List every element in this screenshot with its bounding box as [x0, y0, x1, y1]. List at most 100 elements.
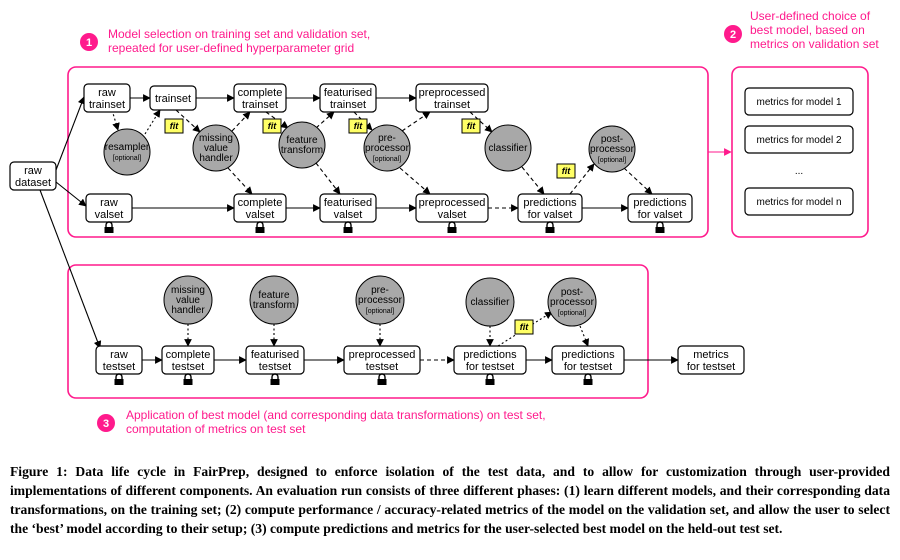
svg-text:fit: fit — [562, 166, 571, 176]
lock-icon — [583, 373, 593, 385]
fit-tag: fit — [461, 118, 481, 134]
lock-icon — [655, 221, 665, 233]
lock-icon — [104, 221, 114, 233]
edge-dataset-to-trainset — [55, 96, 86, 171]
svg-text:raw: raw — [110, 349, 128, 361]
svg-text:classifier: classifier — [489, 143, 529, 154]
lock-icon — [114, 373, 124, 385]
lock-icon — [447, 221, 457, 233]
svg-text:[optional]: [optional] — [373, 156, 401, 163]
svg-text:predictions: predictions — [463, 349, 517, 361]
svg-text:processor: processor — [590, 144, 635, 155]
edge-pp — [399, 167, 431, 195]
edge-mvh — [227, 167, 253, 195]
svg-text:metrics for model 2: metrics for model 2 — [756, 135, 841, 146]
svg-text:valset: valset — [334, 209, 363, 221]
svg-text:[optional]: [optional] — [366, 308, 394, 315]
svg-text:valset: valset — [246, 209, 275, 221]
svg-text:trainset: trainset — [155, 93, 191, 105]
component-postprocessor: post-processor[optional] — [588, 125, 636, 173]
svg-text:value: value — [176, 295, 200, 306]
edge-fit — [175, 109, 201, 133]
svg-text:featurised: featurised — [324, 197, 372, 209]
svg-text:[optional]: [optional] — [113, 155, 141, 162]
lock-icon — [270, 373, 280, 385]
svg-text:feature: feature — [286, 135, 318, 146]
phase-2-frame — [731, 66, 869, 238]
lock-icon — [343, 221, 353, 233]
svg-text:trainset: trainset — [242, 99, 278, 111]
svg-text:[optional]: [optional] — [558, 310, 586, 317]
svg-text:metrics for model 1: metrics for model 1 — [756, 97, 841, 108]
svg-text:post-: post- — [561, 287, 583, 298]
svg-text:classifier: classifier — [471, 297, 511, 308]
svg-text:trainset: trainset — [89, 99, 125, 111]
phase-1-number: 1 — [86, 37, 92, 49]
edge-dataset-to-valset — [55, 181, 87, 207]
svg-text:metrics: metrics — [693, 349, 729, 361]
edge-t-post — [579, 325, 590, 347]
metrics-ellipsis: ... — [795, 166, 803, 177]
svg-text:metrics for model n: metrics for model n — [756, 197, 841, 208]
phase-2-text-line1: User-defined choice of — [750, 9, 871, 23]
svg-text:processor: processor — [358, 295, 403, 306]
svg-text:testset: testset — [366, 361, 398, 373]
svg-text:raw: raw — [100, 197, 118, 209]
phase-1-text-line1: Model selection on training set and vali… — [108, 27, 370, 41]
fit-tag: fit — [348, 118, 368, 134]
component-preprocessor: pre-processor[optional] — [363, 124, 411, 172]
svg-text:preprocessed: preprocessed — [349, 349, 416, 361]
svg-text:resampler: resampler — [105, 142, 150, 153]
lock-icon — [377, 373, 387, 385]
svg-text:fit: fit — [467, 121, 476, 131]
fit-tag: fit — [262, 118, 282, 134]
lock-icon — [255, 221, 265, 233]
svg-text:for valset: for valset — [638, 209, 683, 221]
node-trainset: trainset — [149, 85, 197, 111]
component-t-postprocessor: post-processor [optional] — [547, 277, 597, 327]
svg-text:transform: transform — [281, 145, 323, 156]
fit-tag: fit — [164, 118, 184, 134]
phase-2-text-line2: best model, based on — [750, 23, 865, 37]
edge-fit — [265, 111, 289, 129]
svg-text:[optional]: [optional] — [598, 157, 626, 164]
phase-3-label: 3 Application of best model (and corresp… — [97, 408, 546, 436]
fit-tag: fit — [556, 163, 576, 179]
svg-text:missing: missing — [171, 285, 205, 296]
component-classifier: classifier — [484, 124, 532, 172]
edge-ft — [315, 111, 335, 129]
phase-3-number: 3 — [103, 418, 109, 430]
svg-text:predictions: predictions — [561, 349, 615, 361]
svg-text:value: value — [204, 143, 228, 154]
svg-text:testset: testset — [259, 361, 291, 373]
svg-text:trainset: trainset — [434, 99, 470, 111]
phase-2-label: 2 User-defined choice of best model, bas… — [724, 9, 879, 51]
svg-text:fit: fit — [354, 121, 363, 131]
svg-text:for testset: for testset — [466, 361, 514, 373]
svg-text:complete: complete — [238, 87, 283, 99]
phase-2-text-line3: metrics on validation set — [750, 37, 879, 51]
svg-text:processor: processor — [550, 297, 595, 308]
fit-tag: fit — [514, 319, 534, 335]
svg-text:predictions: predictions — [523, 197, 577, 209]
svg-text:predictions: predictions — [633, 197, 687, 209]
svg-text:processor: processor — [365, 143, 410, 154]
